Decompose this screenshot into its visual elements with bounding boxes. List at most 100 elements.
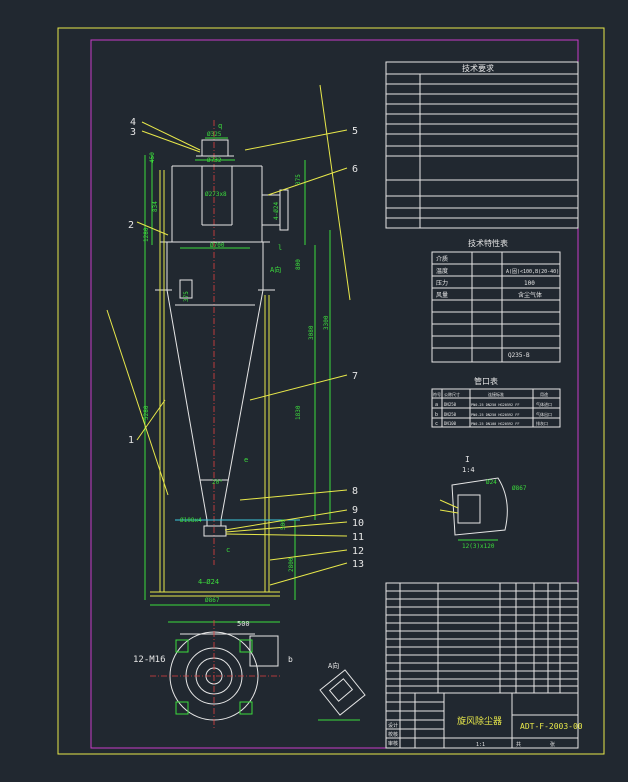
detail-dim: 12(3)x120: [462, 543, 495, 550]
nozzle-header: 符号: [433, 391, 441, 397]
cone-left: [166, 289, 208, 521]
tech-spec-title: 技术特性表: [468, 238, 508, 248]
dim-inlet: 375: [183, 291, 190, 302]
dim-bolt-holes: 4—Ø24: [198, 578, 219, 586]
callout: 6: [352, 164, 358, 175]
callout: 11: [352, 532, 364, 543]
spec-cell: 压力: [436, 279, 448, 287]
nozzle-cell: DN250: [444, 412, 457, 417]
tech-requirements-table: 技术要求: [385, 61, 579, 229]
dim-angle: 20°: [212, 479, 223, 486]
nozzle-cell: DN250: [444, 402, 457, 407]
title-right-label: 共: [516, 741, 521, 748]
dim-label-q: q: [218, 122, 222, 130]
parts-list-table: [385, 582, 579, 694]
callout: 1: [128, 435, 134, 446]
spec-cell: Q235-B: [508, 352, 530, 359]
plan-outlet-label: b: [288, 655, 293, 664]
detail-diameter: Ø867: [512, 485, 527, 492]
nozzle-table: 管口表 符号 公称尺寸 连接标准 用途 a DN250 PN0.25 DN250…: [431, 376, 561, 428]
dim-834: 834: [152, 201, 159, 212]
spec-cell: 温度: [436, 267, 448, 275]
dust-outlet-flange: [203, 525, 227, 537]
dim-label-l: l: [278, 244, 282, 252]
plan-inlet: [249, 635, 279, 667]
a-view-label: A向: [328, 661, 339, 670]
callout: 2: [128, 220, 134, 231]
dim-5280: 5280: [143, 405, 150, 420]
callout-leaders: [106, 84, 351, 586]
dim-label-c: c: [226, 546, 230, 554]
inner-frame: [90, 39, 579, 749]
nozzle-cell: b: [435, 412, 438, 418]
cone-right: [220, 289, 264, 521]
title-role: 审核: [388, 740, 398, 747]
support-lug-left: [179, 279, 193, 299]
tech-req-title: 技术要求: [462, 63, 494, 73]
nozzle-cell: PN0.25 DN100 HG20592 FF: [471, 422, 519, 426]
drawing-scale: 1:1: [476, 742, 485, 748]
spec-cell: A(固)<100,B(20-40): [506, 269, 559, 275]
dim-inner-pipe: Ø273x8: [205, 191, 227, 198]
outlet-pipe: [201, 139, 229, 157]
dimension-texts: q Ø325 Ø732 Ø273x8 Ø700 Ø108x4 Ø867 4—Ø2…: [143, 122, 330, 604]
nozzle-cell: a: [435, 402, 438, 408]
dim-3080: 3080: [308, 325, 315, 340]
title-block: 设计 校核 审核 旋风除尘器 ADT-F-2003-00 1:1 共 张: [385, 692, 583, 749]
dim-label-e: e: [244, 456, 248, 464]
dim-base-diameter: Ø867: [205, 597, 220, 604]
spec-cell: 含尘气体: [518, 291, 542, 299]
dim-1280: 1280: [143, 227, 150, 242]
nozzle-cell: 排灰口: [536, 420, 548, 426]
dim-body-diameter: Ø700: [210, 242, 225, 249]
dim-450: 450: [149, 152, 156, 163]
detail-label: I: [465, 455, 470, 464]
title-block-name: 旋风除尘器: [457, 715, 502, 727]
nozzle-header: 公称尺寸: [444, 391, 460, 397]
nozzle-cell: DN100: [444, 421, 457, 426]
nozzle-cell: 气体进口: [536, 401, 552, 407]
callout-numbers: 4 3 2 1 5 6 7 8 9 10 11 12 13: [128, 117, 364, 570]
detail-scale: 1:4: [462, 466, 475, 474]
a-view-detail: A向: [318, 661, 366, 721]
spec-cell: 介质: [436, 255, 448, 263]
nozzle-cell: PN0.25 DN250 HG20592 FF: [471, 403, 519, 407]
nozzle-cell: 气体出口: [536, 411, 552, 417]
detail-bolt: Ø24: [486, 479, 497, 486]
plan-dim-500: 500: [237, 620, 250, 628]
outer-frame: [57, 27, 605, 755]
callout: 10: [352, 518, 364, 529]
callout: 5: [352, 126, 358, 137]
title-role: 设计: [388, 722, 398, 729]
drawing-number: ADT-F-2003-00: [520, 722, 583, 731]
nozzle-cell: PN0.25 DN250 HG20592 FF: [471, 413, 519, 417]
nozzle-cell: c: [435, 421, 438, 427]
callout: 13: [352, 559, 364, 570]
dim-800: 800: [295, 259, 302, 270]
title-role: 校核: [388, 731, 398, 738]
plan-view: 500 12-M16 b: [133, 620, 293, 730]
callout: 3: [130, 127, 136, 138]
plan-bolt-label: 12-M16: [133, 655, 166, 665]
callout: 4: [130, 117, 136, 128]
dim-2800: 2800: [288, 557, 295, 572]
detail-i-view: I 1:4 12(3)x120 Ø24 Ø867: [439, 455, 527, 550]
callout: 12: [352, 546, 364, 557]
nozzle-title: 管口表: [474, 376, 498, 386]
dim-375: 375: [295, 174, 302, 185]
callout: 9: [352, 505, 358, 516]
dim-500: 500: [280, 519, 287, 530]
callout: 8: [352, 486, 358, 497]
dim-4x24: 4-Ø24: [273, 202, 280, 220]
dim-outlet-diameter: Ø732: [207, 157, 222, 164]
nozzle-header: 用途: [540, 391, 548, 397]
dim-3300: 3300: [323, 315, 330, 330]
dimension-lines: [144, 137, 331, 606]
nozzle-header: 连接标准: [488, 391, 504, 397]
dim-top-diameter: Ø325: [207, 131, 222, 138]
view-a-arrow: A向: [270, 265, 281, 274]
callout: 7: [352, 371, 358, 382]
spec-cell: 100: [524, 280, 535, 287]
